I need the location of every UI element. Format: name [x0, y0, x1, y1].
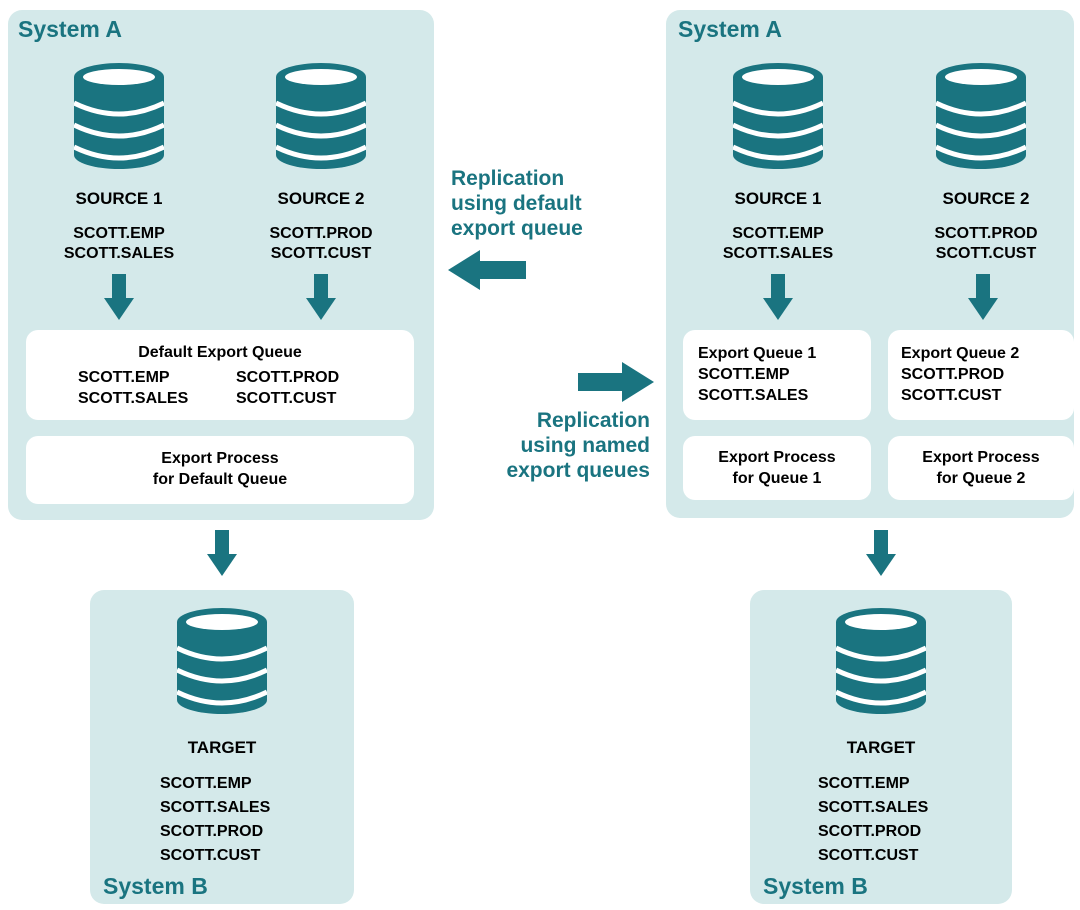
- database-icon: [177, 608, 267, 714]
- table-name: SCOTT.CUST: [160, 847, 261, 864]
- table-name: SCOTT.SALES: [818, 799, 929, 816]
- table-name: SCOTT.EMP: [78, 369, 170, 386]
- right-system-b-title: System B: [763, 873, 868, 899]
- table-name: SCOTT.SALES: [160, 799, 271, 816]
- left-source2-label: SOURCE 2: [277, 189, 365, 208]
- arrow-down-icon: [207, 530, 237, 576]
- export-process-queue-1-box: [683, 436, 871, 500]
- export-process-queue-1-text: Export Process for Queue 1: [683, 447, 871, 489]
- database-icon: [276, 63, 366, 169]
- table-name: SCOTT.EMP: [160, 775, 252, 792]
- left-target-tables: SCOTT.EMP SCOTT.SALES SCOTT.PROD SCOTT.C…: [160, 772, 270, 868]
- table-name: SCOTT.PROD: [236, 369, 340, 386]
- table-name: SCOTT.PROD: [934, 225, 1038, 242]
- caption-line: Replication: [536, 409, 650, 432]
- left-source1-label: SOURCE 1: [75, 189, 163, 208]
- table-name: SCOTT.SALES: [698, 387, 809, 404]
- table-name: SCOTT.CUST: [270, 245, 372, 262]
- left-target-label: TARGET: [187, 738, 257, 757]
- left-system-a-title: System A: [18, 16, 122, 42]
- arrow-down-icon: [104, 274, 134, 320]
- table-name: SCOTT.CUST: [236, 390, 337, 407]
- export-queue-1-box: [683, 330, 871, 420]
- table-name: SCOTT.PROD: [160, 823, 264, 840]
- table-name: SCOTT.PROD: [901, 366, 1005, 383]
- process-line: Export Process: [718, 449, 836, 466]
- table-name: SCOTT.CUST: [935, 245, 1037, 262]
- table-name: SCOTT.CUST: [818, 847, 919, 864]
- table-name: SCOTT.SALES: [63, 245, 175, 262]
- right-source1-label: SOURCE 1: [734, 189, 822, 208]
- left-source1-tables: SCOTT.EMP SCOTT.SALES: [44, 224, 194, 264]
- arrow-down-icon: [866, 530, 896, 576]
- right-source2-tables: SCOTT.PROD SCOTT.CUST: [916, 224, 1056, 264]
- caption-line: using named: [520, 434, 650, 457]
- caption-named-queues: Replication using named export queues: [468, 408, 650, 483]
- left-export-process-box: [26, 436, 414, 504]
- arrow-down-icon: [763, 274, 793, 320]
- export-queue-2-text: Export Queue 2 SCOTT.PROD SCOTT.CUST: [901, 343, 1019, 406]
- export-queue-1-text: Export Queue 1 SCOTT.EMP SCOTT.SALES: [698, 343, 816, 406]
- process-line: Export Process: [922, 449, 1040, 466]
- arrow-right-icon: [578, 362, 654, 402]
- export-process-queue-2-box: [888, 436, 1074, 500]
- table-name: SCOTT.EMP: [818, 775, 910, 792]
- database-icon: [74, 63, 164, 169]
- export-process-queue-2-text: Export Process for Queue 2: [888, 447, 1074, 489]
- left-export-process-text: Export Process for Default Queue: [26, 448, 414, 490]
- process-line: for Queue 2: [936, 470, 1026, 487]
- left-source2-tables: SCOTT.PROD SCOTT.CUST: [251, 224, 391, 264]
- table-name: SCOTT.EMP: [732, 225, 824, 242]
- left-queue-col1: SCOTT.EMP SCOTT.SALES: [78, 367, 188, 409]
- table-name: SCOTT.EMP: [698, 366, 790, 383]
- arrow-left-icon: [448, 250, 526, 290]
- queue-title: Export Queue 2: [901, 345, 1020, 362]
- table-name: SCOTT.EMP: [73, 225, 165, 242]
- database-icon: [836, 608, 926, 714]
- caption-line: using default: [451, 192, 582, 215]
- right-source2-label: SOURCE 2: [942, 189, 1030, 208]
- database-icon: [733, 63, 823, 169]
- export-queue-2-box: [888, 330, 1074, 420]
- caption-default-queue: Replication using default export queue: [451, 166, 583, 241]
- database-icon: [936, 63, 1026, 169]
- process-line: for Queue 1: [732, 470, 822, 487]
- left-queue-col2: SCOTT.PROD SCOTT.CUST: [236, 367, 339, 409]
- left-default-export-queue-box: [26, 330, 414, 420]
- process-line: for Default Queue: [152, 471, 288, 488]
- queue-title: Export Queue 1: [698, 345, 817, 362]
- process-line: Export Process: [161, 450, 279, 467]
- right-target-tables: SCOTT.EMP SCOTT.SALES SCOTT.PROD SCOTT.C…: [818, 772, 928, 868]
- table-name: SCOTT.PROD: [818, 823, 922, 840]
- right-source1-tables: SCOTT.EMP SCOTT.SALES: [703, 224, 853, 264]
- arrow-down-icon: [968, 274, 998, 320]
- table-name: SCOTT.SALES: [722, 245, 834, 262]
- table-name: SCOTT.PROD: [269, 225, 373, 242]
- right-target-label: TARGET: [846, 738, 916, 757]
- caption-line: export queue: [451, 217, 583, 240]
- left-queue-title: Default Export Queue: [138, 344, 302, 361]
- arrow-down-icon: [306, 274, 336, 320]
- table-name: SCOTT.CUST: [901, 387, 1002, 404]
- table-name: SCOTT.SALES: [78, 390, 189, 407]
- caption-line: export queues: [506, 459, 650, 482]
- left-system-b-title: System B: [103, 873, 208, 899]
- right-system-a-title: System A: [678, 16, 782, 42]
- caption-line: Replication: [451, 167, 565, 190]
